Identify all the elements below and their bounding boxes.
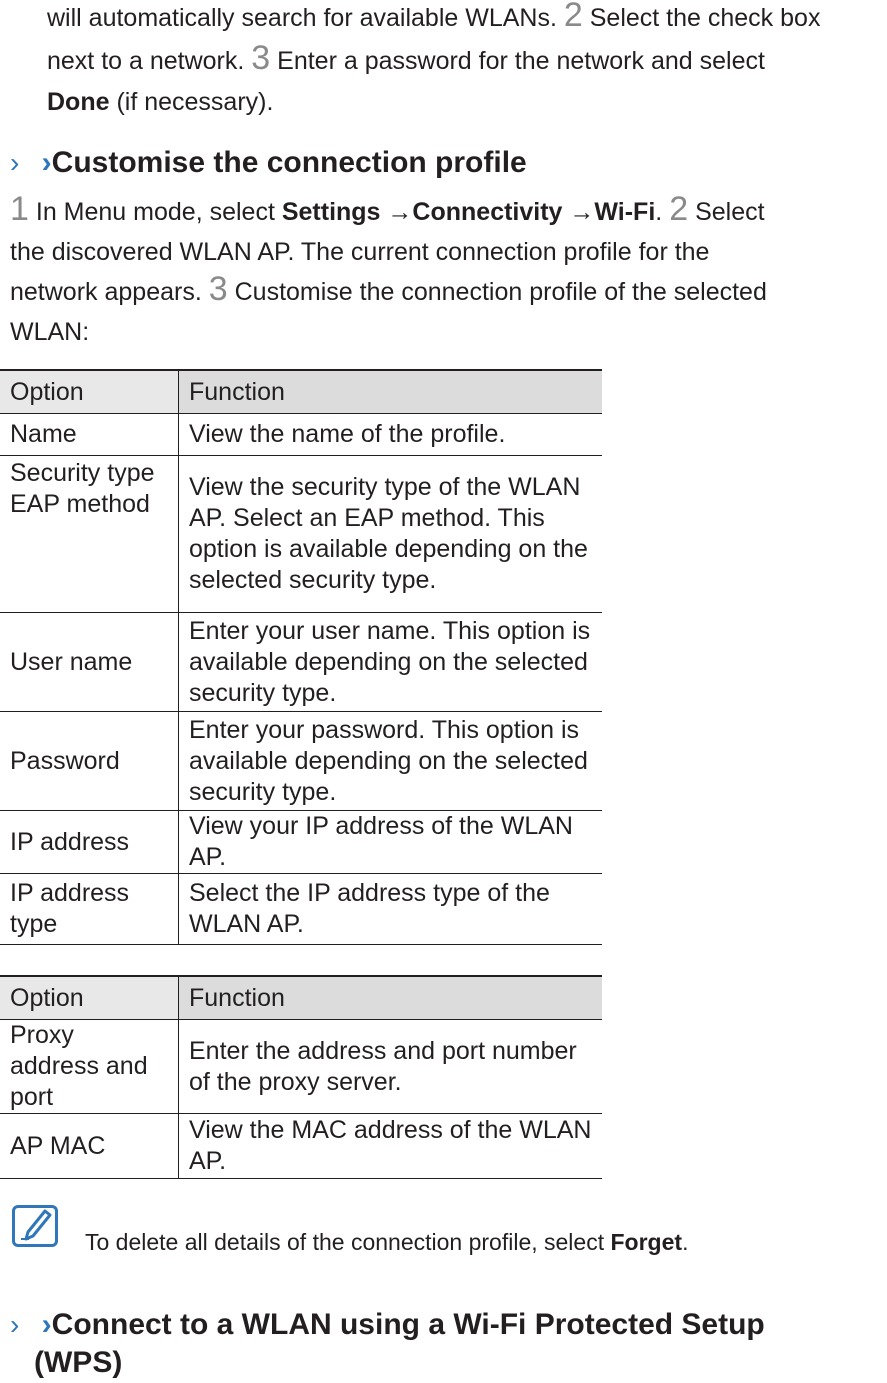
section-title-continued: (WPS) (34, 1346, 123, 1379)
step-number: 3 (208, 270, 228, 308)
option-cell: AP MAC (0, 1113, 179, 1179)
option-cell: IP address (0, 810, 179, 874)
table-header-row: Option Function (0, 975, 602, 1020)
function-cell: Enter your password. This option is avai… (178, 711, 602, 811)
section-heading-wps: › ›Connect to a WLAN using a Wi-Fi Prote… (10, 1306, 765, 1382)
note-text: To delete all details of the connection … (85, 1229, 689, 1255)
step-number: 2 (563, 0, 583, 34)
step-number: 1 (10, 190, 29, 228)
function-cell: Select the IP address type of the WLAN A… (178, 873, 602, 945)
table-row: AP MAC View the MAC address of the WLAN … (0, 1113, 602, 1179)
column-header-option: Option (0, 369, 179, 414)
chevron-icon: › (10, 1309, 20, 1340)
table-header-row: Option Function (0, 369, 602, 414)
connectivity-label: Connectivity (412, 198, 563, 226)
function-cell: View the security type of the WLAN AP. S… (178, 455, 602, 613)
step-number: 3 (251, 39, 271, 77)
option-cell: Security type EAP method (0, 455, 179, 613)
column-header-function: Function (178, 369, 602, 414)
table-row: IP address type Select the IP address ty… (0, 873, 602, 945)
section-title: Customise the connection profile (51, 146, 527, 179)
forget-label: Forget (610, 1229, 683, 1255)
option-cell: Name (0, 413, 179, 456)
option-cell: User name (0, 612, 179, 712)
column-header-function: Function (178, 975, 602, 1020)
table-row: Password Enter your password. This optio… (0, 711, 602, 811)
table-row: Name View the name of the profile. (0, 413, 602, 456)
option-cell: Password (0, 711, 179, 811)
section1-paragraph: 1 In Menu mode, select Settings →Connect… (10, 190, 767, 346)
section-heading-customise: › ›Customise the connection profile (10, 145, 527, 181)
table-row: Security type EAP method View the securi… (0, 455, 602, 613)
table-row: Proxy address and port Enter the address… (0, 1019, 602, 1114)
function-cell: Enter the address and port number of the… (178, 1019, 602, 1114)
chevron-icon: › (10, 147, 20, 178)
table-row: User name Enter your user name. This opt… (0, 612, 602, 712)
intro-paragraph: will automatically search for available … (47, 0, 887, 121)
column-header-option: Option (0, 975, 179, 1020)
chevron-icon: › (41, 1308, 52, 1341)
section-title: Connect to a WLAN using a Wi-Fi Protecte… (51, 1308, 765, 1341)
chevron-icon: › (41, 146, 52, 179)
function-cell: View your IP address of the WLAN AP. (178, 810, 602, 874)
note-pencil-icon (12, 1205, 58, 1247)
option-cell: IP address type (0, 873, 179, 945)
function-cell: View the name of the profile. (178, 413, 602, 456)
options-table-2: Option Function Proxy address and port E… (0, 975, 602, 1179)
wifi-label: Wi-Fi (594, 198, 656, 226)
settings-label: Settings (281, 198, 381, 226)
function-cell: View the MAC address of the WLAN AP. (178, 1113, 602, 1179)
step-number: 2 (669, 190, 689, 228)
table-row: IP address View your IP address of the W… (0, 810, 602, 874)
function-cell: Enter your user name. This option is ava… (178, 612, 602, 712)
option-cell: Proxy address and port (0, 1019, 179, 1114)
options-table-1: Option Function Name View the name of th… (0, 369, 602, 945)
done-label: Done (47, 88, 110, 116)
